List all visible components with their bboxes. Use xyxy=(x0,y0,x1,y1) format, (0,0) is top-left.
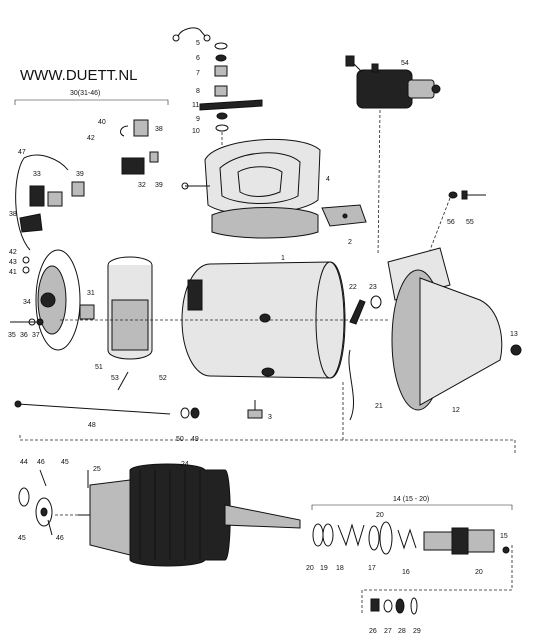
part-label-32: 32 xyxy=(138,182,146,189)
part-label-39b: 39 xyxy=(76,171,84,178)
part-label-43: 43 xyxy=(9,259,17,266)
drive-group-bracket: 14 (15 - 20) xyxy=(311,496,513,510)
part-label-7: 7 xyxy=(196,70,200,77)
part-label-16: 16 xyxy=(402,569,410,576)
part-label-34: 34 xyxy=(23,299,31,306)
armature-assembly xyxy=(78,463,301,567)
solenoid-assembly xyxy=(345,55,441,256)
part-label-44: 44 xyxy=(20,459,28,466)
pole-shoe-part xyxy=(321,204,367,227)
group-label-14: 14 (15 - 20) xyxy=(393,496,429,503)
pivot-pin-and-washer xyxy=(349,295,382,325)
part-label-47: 47 xyxy=(18,149,26,156)
part-label-55: 55 xyxy=(466,219,474,226)
terminal-stud-stack xyxy=(199,42,263,160)
part-label-42b: 42 xyxy=(9,249,17,256)
part-label-1: 1 xyxy=(281,255,285,262)
part-label-10: 10 xyxy=(192,128,200,135)
screw-and-washer xyxy=(429,190,486,251)
part-number-labels: 1 2 3 4 5 6 7 8 9 10 11 12 13 15 16 17 1… xyxy=(8,40,518,635)
part-label-24: 24 xyxy=(181,461,189,468)
part-label-49: 49 xyxy=(191,436,199,443)
watermark-text: WWW.DUETT.NL xyxy=(20,67,138,84)
part-label-13: 13 xyxy=(510,331,518,338)
part-label-8: 8 xyxy=(196,88,200,95)
part-label-56: 56 xyxy=(447,219,455,226)
through-bolt-long xyxy=(14,400,200,419)
part-label-25: 25 xyxy=(93,466,101,473)
part-label-33: 33 xyxy=(33,171,41,178)
part-label-46a: 46 xyxy=(37,459,45,466)
commutator-end-parts xyxy=(18,469,89,536)
part-label-15: 15 xyxy=(500,533,508,540)
part-label-6: 6 xyxy=(196,55,200,62)
part-label-18: 18 xyxy=(336,565,344,572)
part-label-11: 11 xyxy=(192,102,199,109)
part-label-21: 21 xyxy=(375,403,383,410)
part-label-31: 31 xyxy=(87,290,95,297)
part-label-38a: 38 xyxy=(155,126,163,133)
part-label-20b: 20 xyxy=(376,512,384,519)
part-label-22: 22 xyxy=(349,284,357,291)
part-label-27: 27 xyxy=(384,628,392,635)
part-label-12: 12 xyxy=(452,407,460,414)
part-label-2: 2 xyxy=(348,239,352,246)
part-label-42a: 42 xyxy=(87,135,95,142)
commutator-end-plate xyxy=(10,249,95,351)
part-label-35: 35 xyxy=(8,332,16,339)
part-label-45a: 45 xyxy=(61,459,69,466)
part-label-52: 52 xyxy=(159,375,167,382)
part-label-50: 50 xyxy=(176,436,184,443)
terminal-lead-part xyxy=(172,27,211,42)
part-label-4: 4 xyxy=(326,176,330,183)
part-label-3: 3 xyxy=(268,414,272,421)
part-label-36: 36 xyxy=(20,332,28,339)
part-label-51: 51 xyxy=(95,364,103,371)
part-label-53: 53 xyxy=(111,375,119,382)
brush-gear-group-bracket: 30(31-46) xyxy=(14,90,169,105)
part-label-38b: 38 xyxy=(9,211,17,218)
part-label-20a: 20 xyxy=(306,565,314,572)
part-label-28: 28 xyxy=(398,628,406,635)
yoke-body xyxy=(60,261,390,379)
part-label-46b: 46 xyxy=(56,535,64,542)
part-label-29: 29 xyxy=(413,628,421,635)
field-coil-assembly xyxy=(181,138,321,239)
part-label-17: 17 xyxy=(368,565,376,572)
drive-end-housing xyxy=(348,247,522,421)
part-label-41: 41 xyxy=(9,269,17,276)
part-label-23: 23 xyxy=(369,284,377,291)
group-label-30: 30(31-46) xyxy=(70,90,100,97)
retaining-parts xyxy=(370,597,418,615)
part-label-5: 5 xyxy=(196,40,200,47)
drive-pinion-parts xyxy=(312,521,510,555)
part-label-54: 54 xyxy=(401,60,409,67)
part-label-9: 9 xyxy=(196,116,200,123)
cover-band xyxy=(107,256,153,360)
assembly-guide-lines xyxy=(19,380,516,615)
through-bolt-short xyxy=(117,371,129,391)
part-label-20c: 20 xyxy=(475,569,483,576)
part-label-19: 19 xyxy=(320,565,328,572)
brush-gear-parts xyxy=(15,119,159,274)
part-label-45b: 45 xyxy=(18,535,26,542)
part-label-40: 40 xyxy=(98,119,106,126)
part-label-26: 26 xyxy=(369,628,377,635)
part-label-37: 37 xyxy=(32,332,40,339)
part-label-39a: 39 xyxy=(155,182,163,189)
part-label-48: 48 xyxy=(88,422,96,429)
pole-screw xyxy=(247,400,263,419)
